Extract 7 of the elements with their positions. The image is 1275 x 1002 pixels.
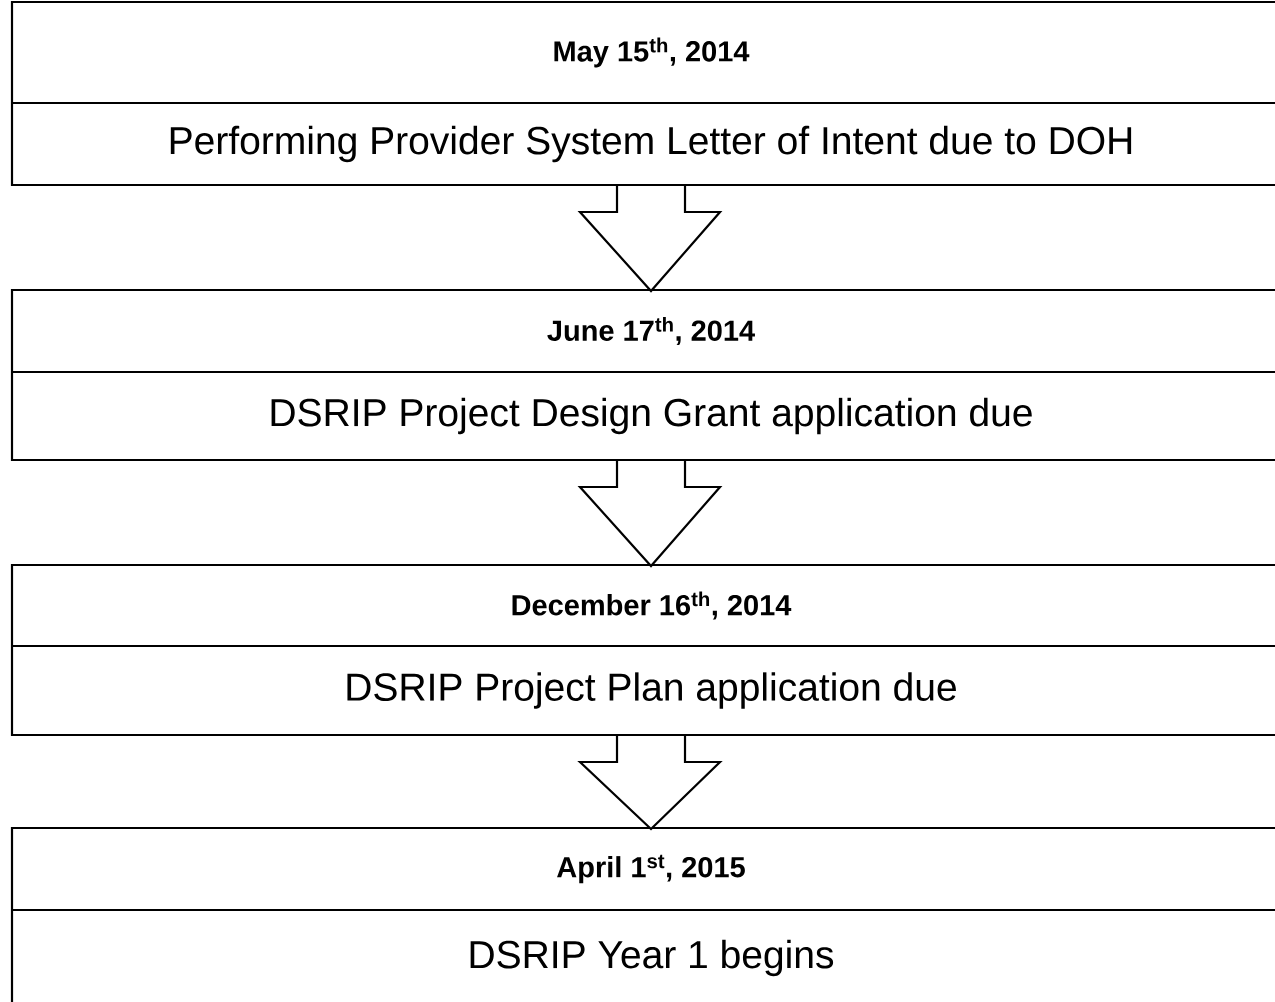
timeline-box: June 17$^{th}$, 2014 DSRIP Project Design Grant application due [10,288,1275,462]
block-arrow [577,458,723,568]
block-arrow [577,183,723,293]
timeline-box: December 16$^{th}$, 2014 DSRIP Project Plan application due [10,563,1275,737]
timeline-box: May 15$^{th}$, 2014 Performing Provider System Letter of Intent due to DOH [10,0,1275,187]
timeline-box: April 1$^{st}$, 2015 DSRIP Year 1 begins [10,826,1275,1002]
block-arrow [577,733,723,831]
